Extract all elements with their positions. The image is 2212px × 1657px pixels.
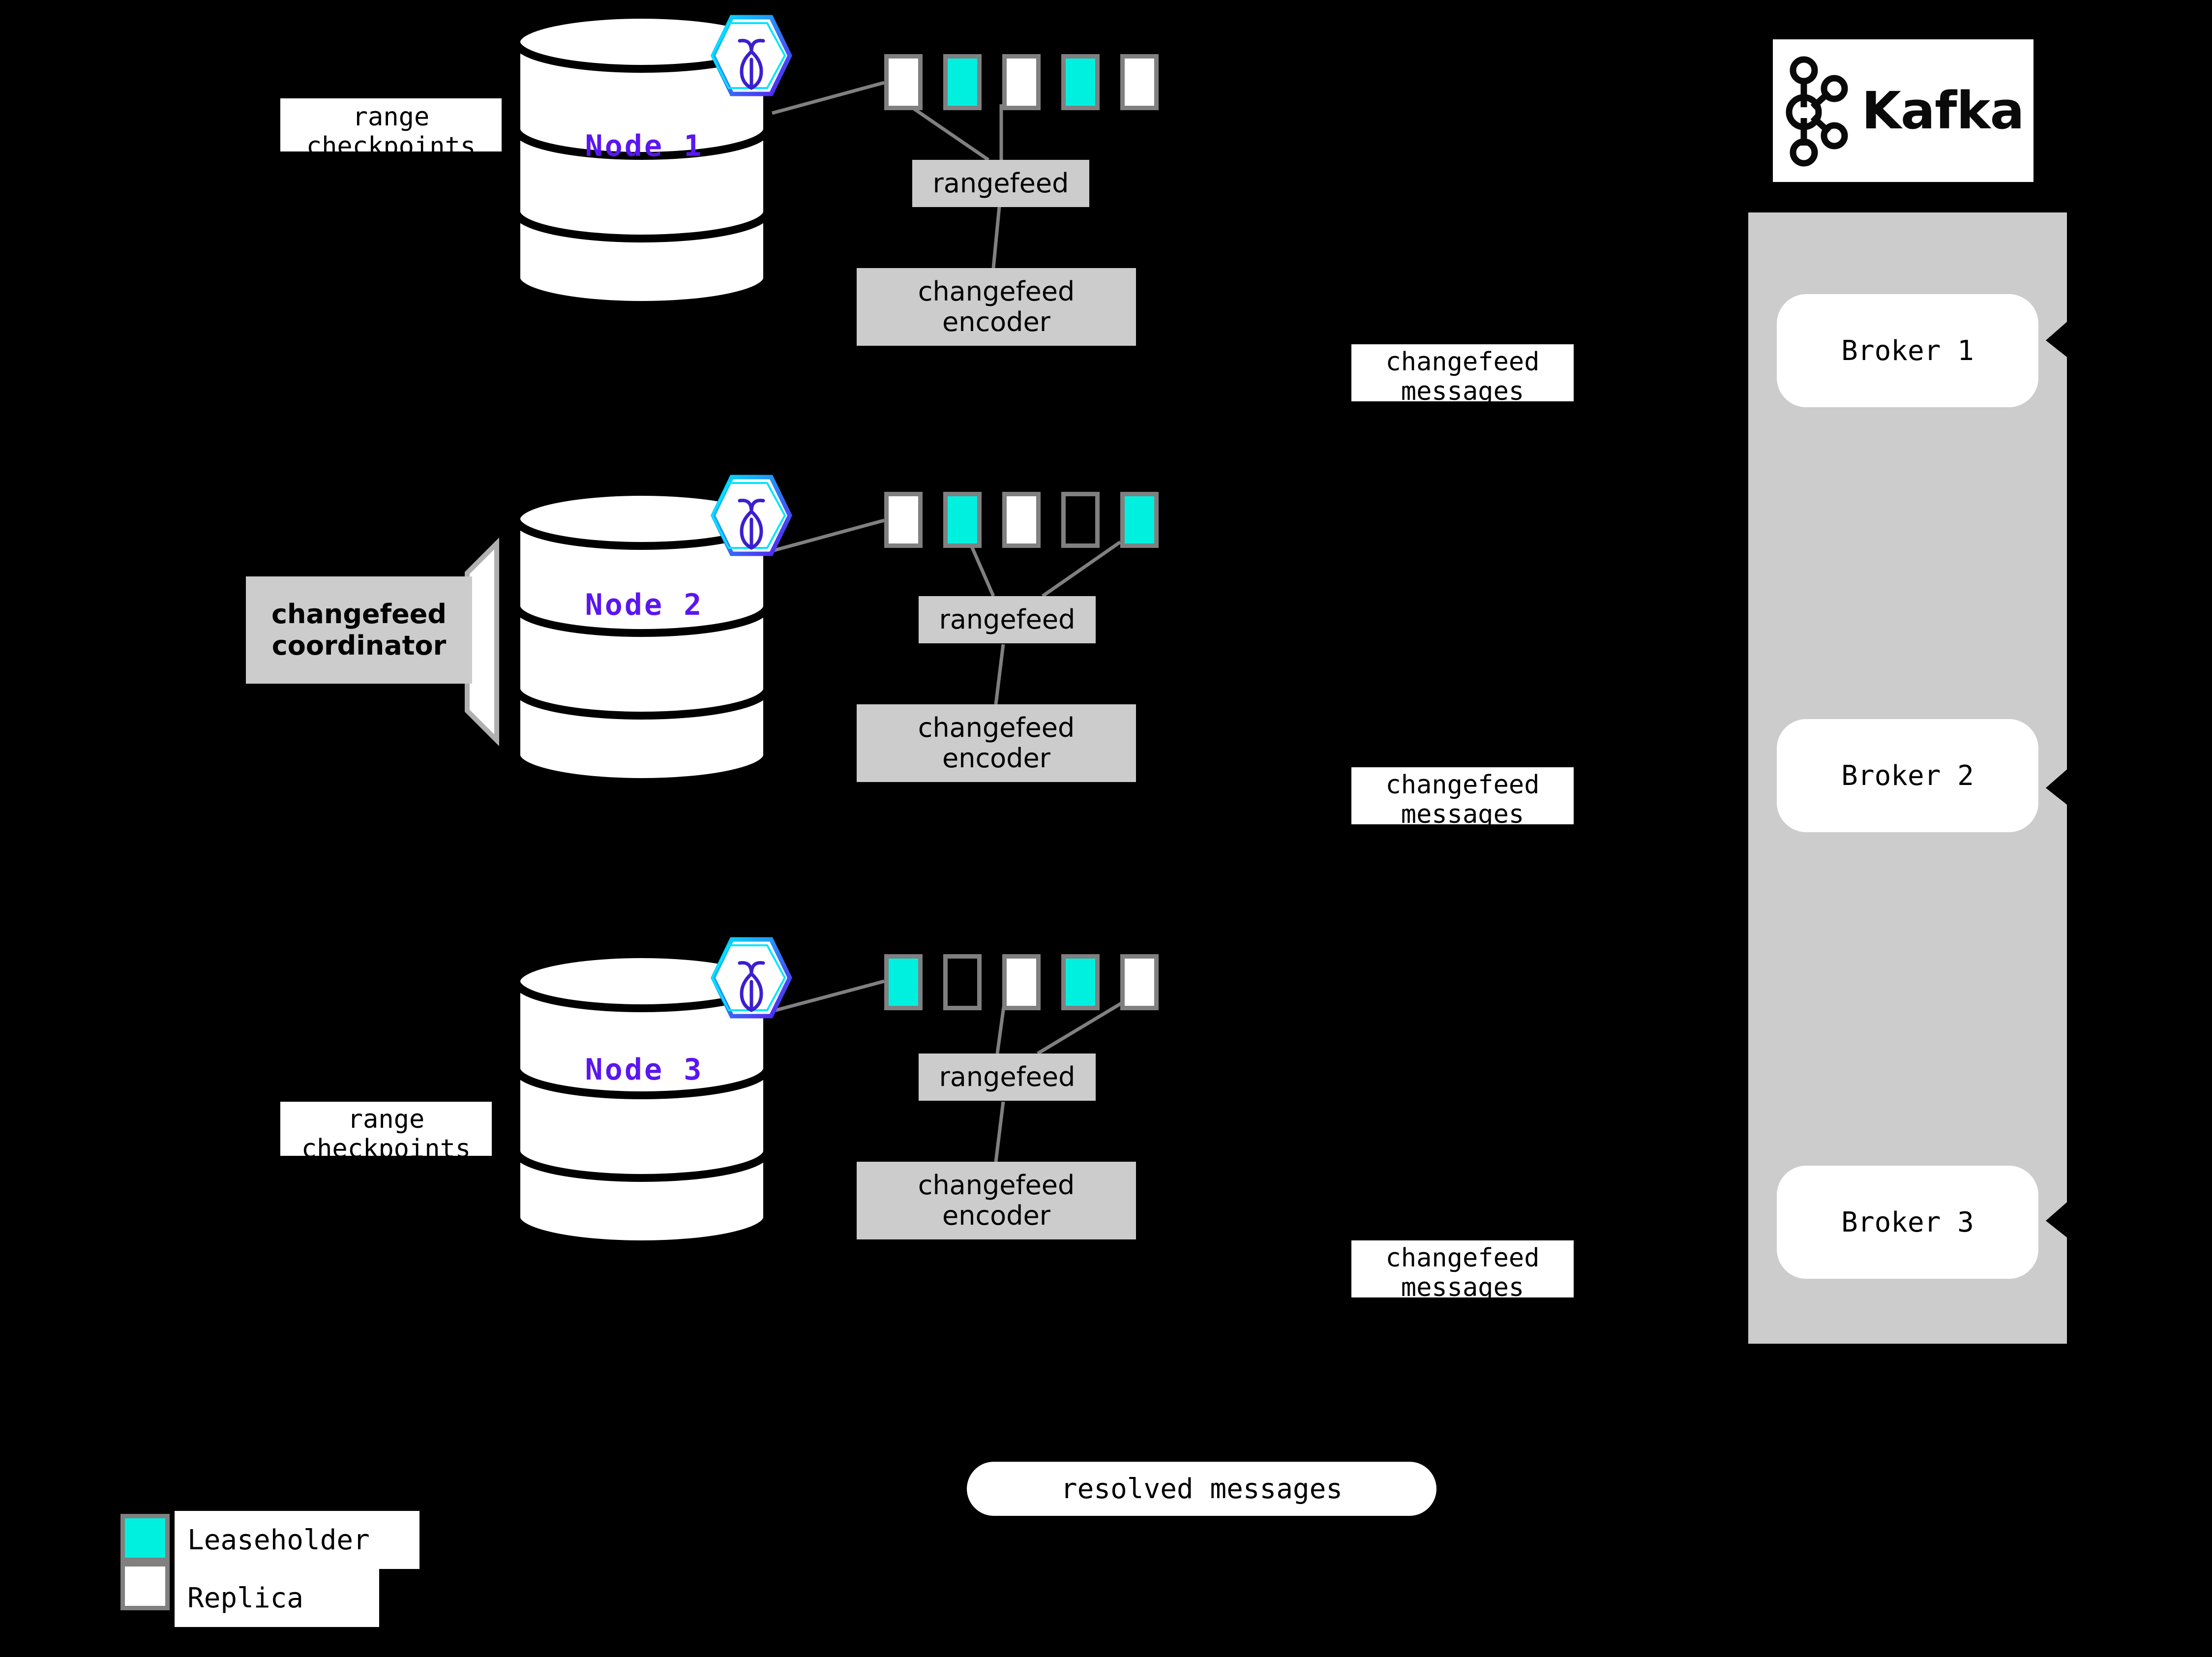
connector-node1-range (772, 81, 885, 115)
range-block-leaseholder[interactable] (1061, 954, 1100, 1010)
label-line-1: changefeed (1385, 1243, 1540, 1273)
connector-node3-r5-rangefeed (1037, 1001, 1122, 1055)
rangefeed-label: rangefeed (939, 1061, 1076, 1093)
label-line-1: range (352, 102, 430, 132)
broker-label: Broker 3 (1841, 1206, 1974, 1238)
range-block-replica[interactable] (1002, 492, 1041, 548)
range-block-leaseholder[interactable] (943, 492, 982, 548)
kafka-nodes-icon (1786, 56, 1848, 167)
node-3-rangefeed-box[interactable]: rangefeed (919, 1054, 1096, 1101)
range-block-replica[interactable] (1002, 54, 1041, 110)
node-2-label: Node 2 (585, 588, 704, 622)
node-3-changefeed-encoder-box[interactable]: changefeed encoder (857, 1162, 1136, 1239)
broker-3-box[interactable]: Broker 3 (1777, 1166, 2038, 1279)
broker-1-box[interactable]: Broker 1 (1777, 294, 2038, 407)
legend-item-leaseholder: Leaseholder (175, 1511, 419, 1569)
broker-3-inbound-arrow-icon (2046, 1200, 2069, 1239)
connector-node3-rangefeed-encoder (994, 1101, 1005, 1162)
connector-node2-rangefeed-encoder (994, 644, 1005, 705)
resolved-messages-label: resolved messages (1060, 1473, 1343, 1505)
node-2-changefeed-encoder-box[interactable]: changefeed encoder (857, 704, 1136, 782)
connector-node2-range (772, 518, 885, 553)
encoder-label-line-1: changefeed (918, 1170, 1075, 1201)
label-line-2: messages (1401, 1273, 1524, 1303)
connector-node3-r3-rangefeed (995, 1003, 1006, 1054)
range-block-empty[interactable] (1061, 492, 1100, 548)
resolved-messages-pill[interactable]: resolved messages (967, 1462, 1436, 1516)
node-3-range-blocks (884, 954, 1179, 1010)
label-line-1: changefeed (1385, 770, 1540, 800)
coordinator-arrow-pointer (465, 537, 499, 747)
node-1-rangefeed-box[interactable]: rangefeed (912, 160, 1089, 207)
range-block-replica[interactable] (884, 492, 923, 548)
label-line-2: messages (1401, 377, 1524, 407)
broker-1-inbound-arrow-icon (2046, 320, 2069, 359)
legend-swatch-replica (120, 1562, 170, 1610)
node-2-changefeed-messages-label: changefeed messages (1351, 767, 1574, 829)
range-block-replica[interactable] (1120, 954, 1159, 1010)
node-1-range-checkpoints-label: range checkpoints (280, 98, 502, 161)
node-1-cylinder (512, 11, 771, 309)
legend-item-replica: Replica (175, 1569, 379, 1627)
node-3-cylinder (512, 950, 771, 1248)
range-block-empty[interactable] (943, 954, 982, 1010)
connector-node2-r2-rangefeed (968, 541, 995, 597)
cockroachdb-hexagon-icon (710, 937, 793, 1019)
range-block-leaseholder[interactable] (943, 54, 982, 110)
range-block-replica[interactable] (1002, 954, 1041, 1010)
cockroachdb-hexagon-icon (710, 475, 793, 556)
broker-label: Broker 2 (1841, 759, 1974, 792)
label-line-2: checkpoints (301, 1134, 471, 1164)
node-3-range-checkpoints-label: range checkpoints (280, 1102, 492, 1164)
cockroachdb-hexagon-icon (710, 15, 793, 96)
range-block-replica[interactable] (884, 54, 923, 110)
broker-2-box[interactable]: Broker 2 (1777, 719, 2038, 832)
node-2-range-blocks (884, 492, 1179, 548)
node-3-changefeed-messages-label: changefeed messages (1351, 1240, 1574, 1302)
changefeed-coordinator-box[interactable]: changefeed coordinator (246, 576, 472, 684)
encoder-label-line-2: encoder (942, 1200, 1050, 1231)
encoder-label-line-1: changefeed (918, 276, 1075, 307)
encoder-label-line-1: changefeed (918, 712, 1075, 744)
node-2-cylinder (512, 488, 771, 786)
range-block-replica[interactable] (1120, 54, 1159, 110)
node-1-range-blocks (884, 54, 1179, 110)
range-block-leaseholder[interactable] (1120, 492, 1159, 548)
coordinator-line-2: coordinator (271, 630, 447, 661)
connector-node3-range (772, 979, 885, 1013)
encoder-label-line-2: encoder (942, 306, 1050, 337)
node-1-changefeed-encoder-box[interactable]: changefeed encoder (857, 268, 1136, 346)
node-2-rangefeed-box[interactable]: rangefeed (919, 596, 1096, 643)
label-line-1: changefeed (1385, 347, 1540, 377)
range-block-leaseholder[interactable] (1061, 54, 1100, 110)
label-line-2: checkpoints (306, 132, 476, 162)
rangefeed-label: rangefeed (939, 604, 1076, 635)
node-1-label: Node 1 (585, 129, 704, 163)
connector-node1-r1-rangefeed (906, 103, 989, 161)
connector-node1-rangefeed-encoder (991, 206, 1001, 269)
kafka-wordmark: Kafka (1861, 81, 2024, 141)
coordinator-line-1: changefeed (271, 599, 447, 630)
encoder-label-line-2: encoder (942, 743, 1050, 774)
node-3-label: Node 3 (585, 1053, 704, 1087)
rangefeed-label: rangefeed (932, 168, 1069, 199)
broker-label: Broker 1 (1841, 334, 1974, 367)
broker-2-inbound-arrow-icon (2046, 767, 2069, 807)
label-line-2: messages (1401, 800, 1524, 830)
kafka-logo: Kafka (1773, 39, 2033, 182)
node-1-changefeed-messages-label: changefeed messages (1351, 344, 1574, 406)
legend-swatch-leaseholder (120, 1514, 170, 1562)
range-block-leaseholder[interactable] (884, 954, 923, 1010)
connector-node2-r4-rangefeed (1042, 541, 1121, 598)
label-line-1: range (347, 1105, 425, 1134)
legend-label: Leaseholder (187, 1524, 370, 1556)
legend-label: Replica (187, 1582, 304, 1614)
